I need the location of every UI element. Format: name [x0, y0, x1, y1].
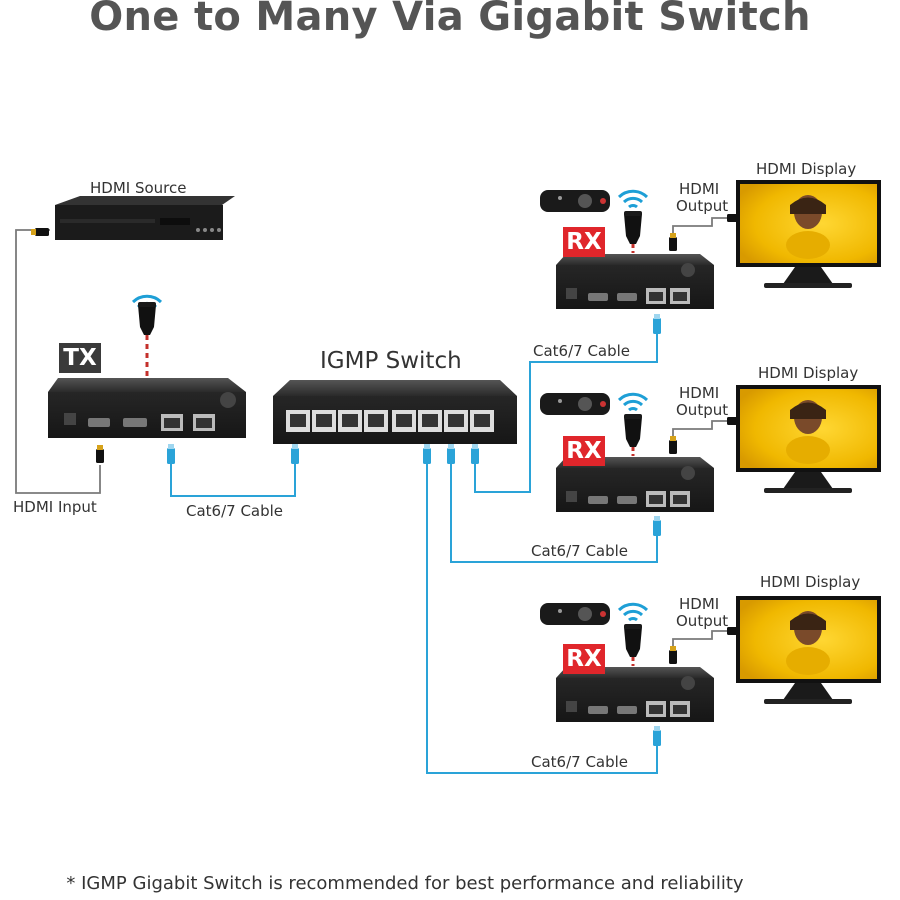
hdmi-output-label-3a: HDMI — [679, 595, 720, 613]
hdmi-output-label-2a: HDMI — [679, 384, 720, 402]
rx-cable-label-3: Cat6/7 Cable — [531, 753, 629, 771]
hdmi-source-player — [55, 196, 235, 240]
hdmi-output-label-1b: Output — [676, 197, 729, 215]
tx-cable-label: Cat6/7 Cable — [186, 502, 284, 520]
rx-tag-3: RX — [563, 644, 605, 674]
hdmi-source-label: HDMI Source — [90, 179, 187, 197]
igmp-switch-device — [273, 380, 517, 444]
rx-tag-2: RX — [563, 436, 605, 466]
rx-accessories-2 — [540, 392, 745, 456]
igmp-switch-label: IGMP Switch — [320, 348, 462, 374]
rx-unit-3 — [556, 667, 714, 722]
tx-extender — [48, 378, 246, 438]
hdmi-output-label-3b: Output — [676, 612, 729, 630]
rx-accessories-3 — [540, 602, 745, 666]
rx-cable-label-2: Cat6/7 Cable — [531, 542, 629, 560]
hdmi-display-1 — [736, 180, 881, 288]
rx-accessories-1 — [540, 189, 745, 253]
rx-cable-label-1: Cat6/7 Cable — [533, 342, 631, 360]
rx-tag-1: RX — [563, 227, 605, 257]
footnote: * IGMP Gigabit Switch is recommended for… — [66, 873, 744, 894]
hdmi-output-label-2b: Output — [676, 401, 729, 419]
rx-unit-1 — [556, 254, 714, 309]
hdmi-display-label-3: HDMI Display — [760, 573, 861, 591]
hdmi-display-label-1: HDMI Display — [756, 160, 857, 178]
hdmi-display-2 — [736, 385, 881, 493]
hdmi-display-label-2: HDMI Display — [758, 364, 859, 382]
page-title: One to Many Via Gigabit Switch — [89, 0, 811, 40]
hdmi-output-label-1a: HDMI — [679, 180, 720, 198]
tx-tag: TX — [59, 343, 101, 373]
hdmi-input-label: HDMI Input — [13, 498, 97, 516]
hdmi-display-3 — [736, 596, 881, 704]
rx-unit-2 — [556, 457, 714, 512]
